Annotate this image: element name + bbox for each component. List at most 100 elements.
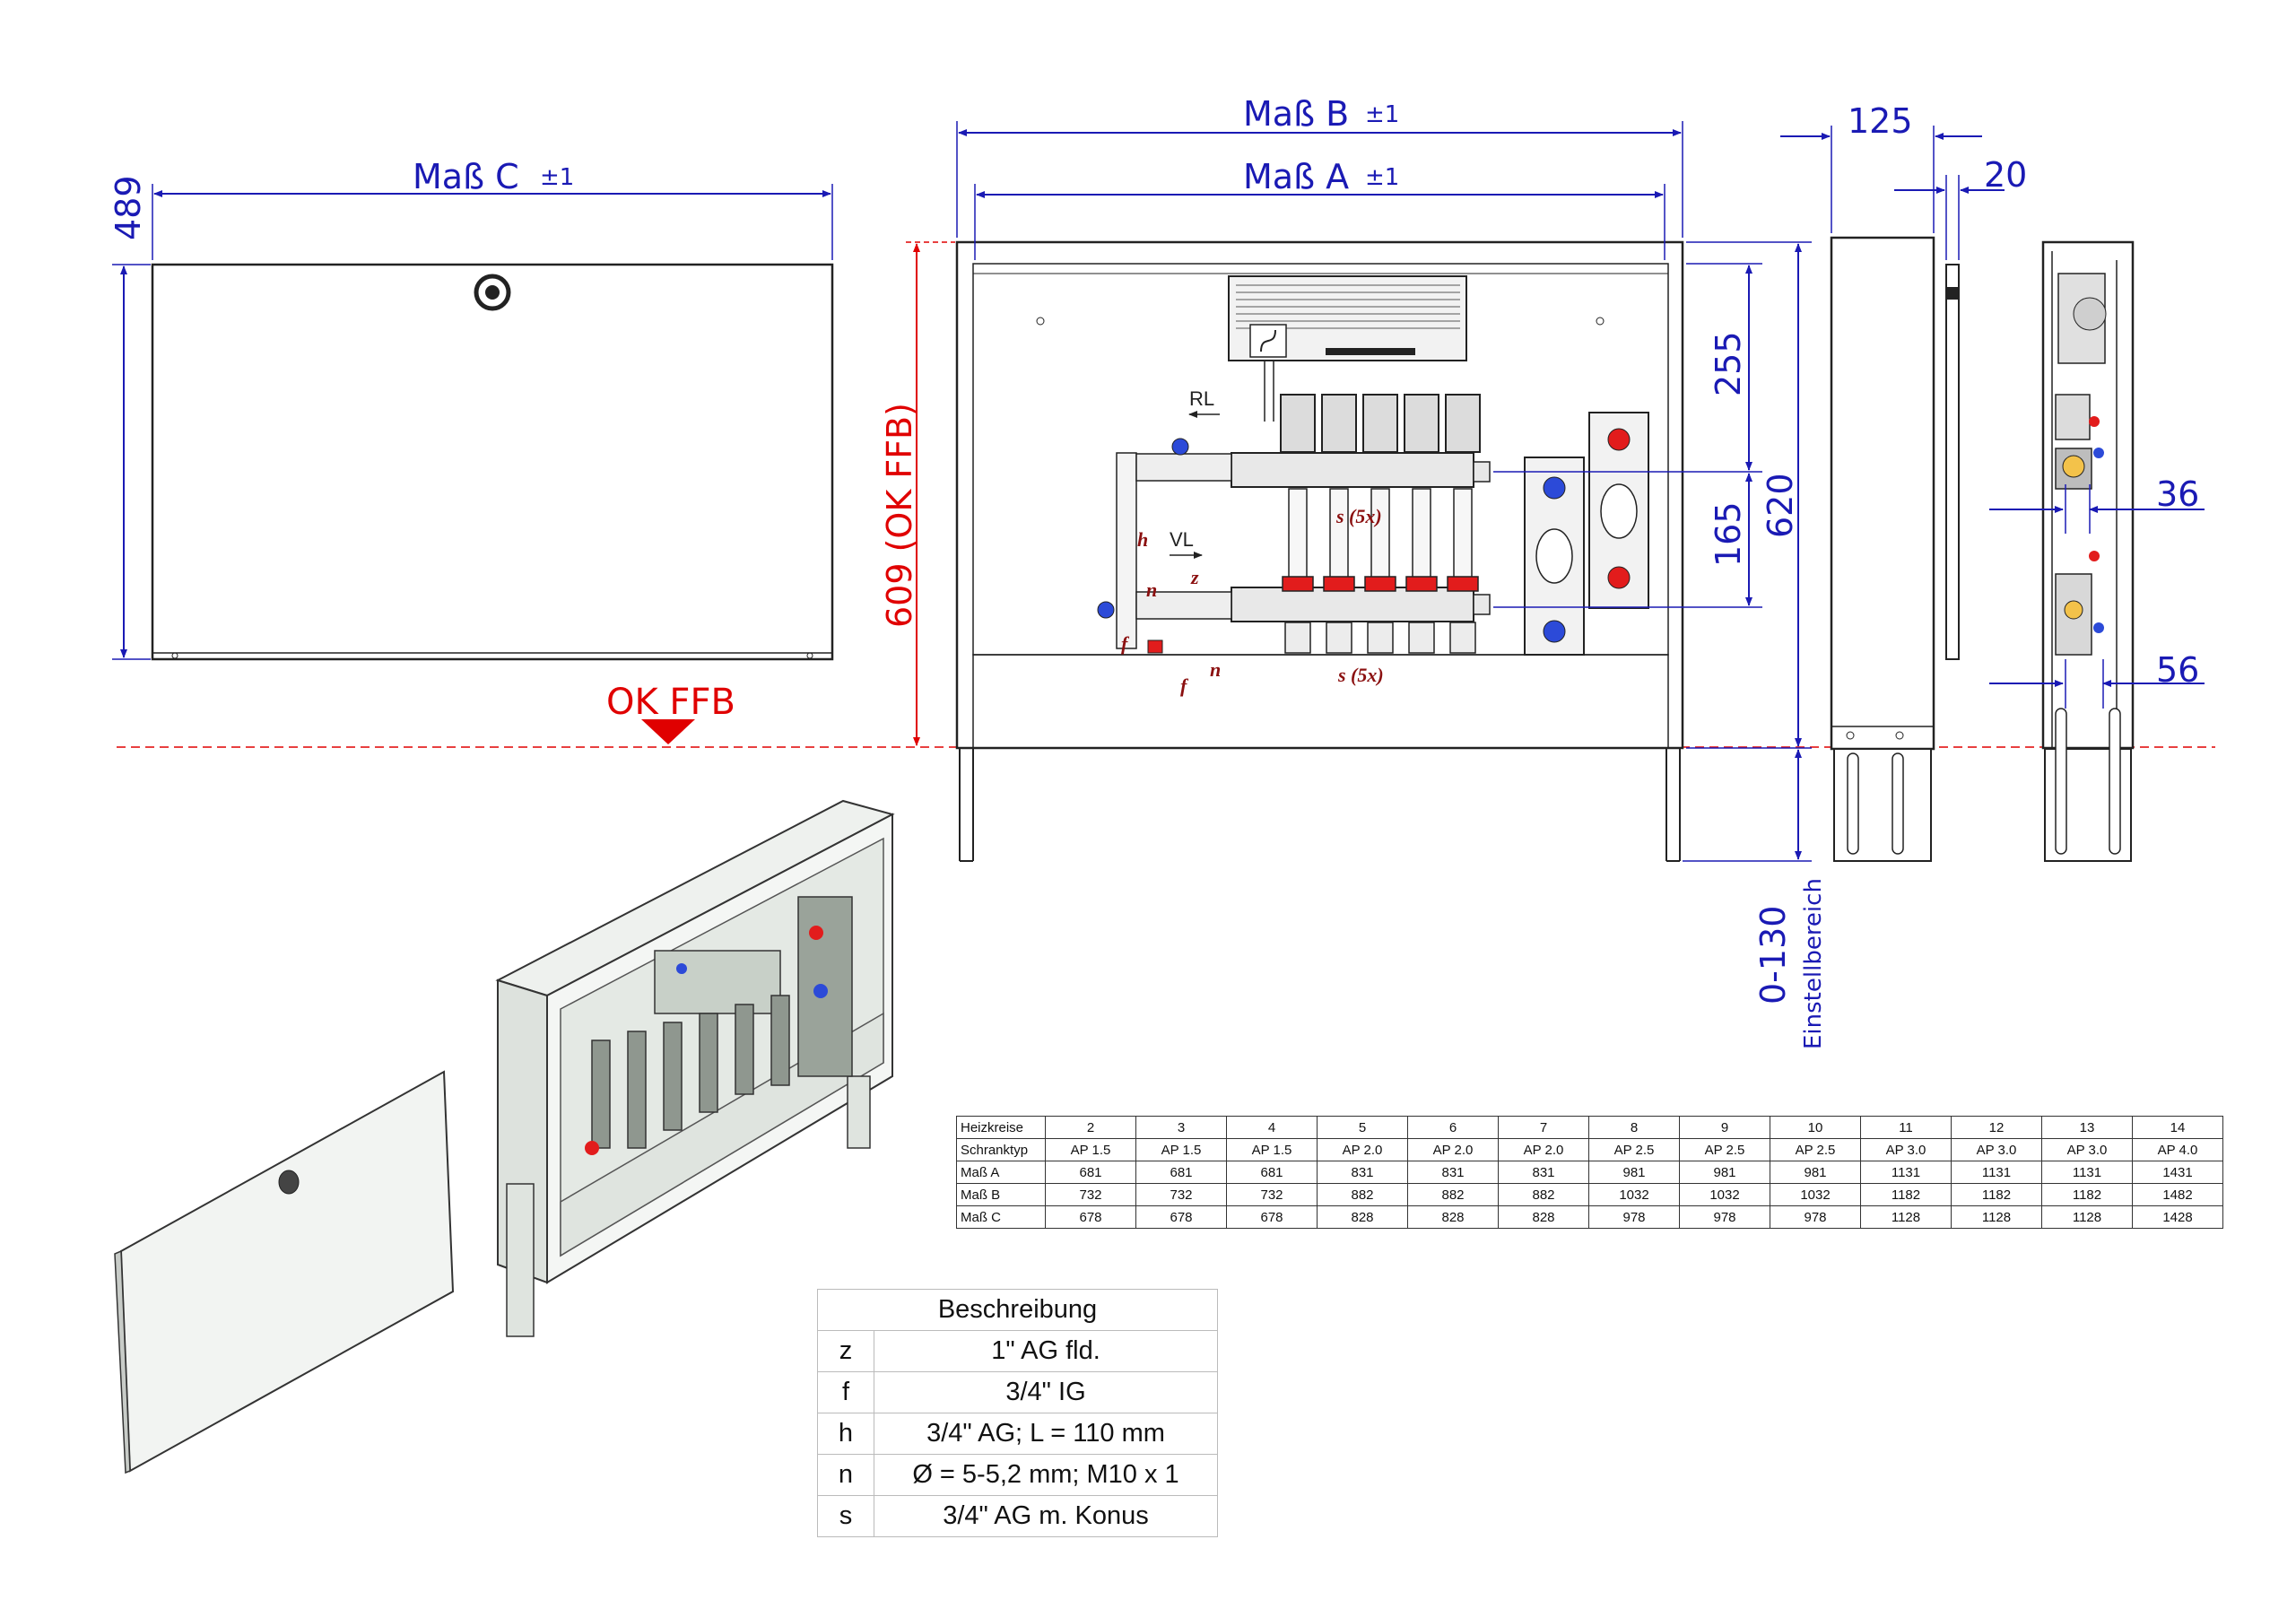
return-ball-valve-icon [1171,438,1189,456]
description-row: f 3/4" IG [817,1371,1218,1413]
spec-table-cell: 1032 [1679,1183,1770,1206]
label-z: z [1190,566,1199,588]
dim-609-label: 609 (OK FFB) [880,403,919,628]
spec-table-cell: 14 [2132,1116,2223,1139]
spec-table-cell: 12 [1951,1116,2042,1139]
dimension-125: 125 [1780,101,1982,233]
dim-20-label: 20 [1984,155,2027,195]
mass-b-label: Maß B [1243,94,1349,134]
spec-table-cell: 831 [1317,1161,1408,1184]
spec-table-cell: 1131 [2041,1161,2133,1184]
dim-255-label: 255 [1709,331,1748,396]
dim-56-label: 56 [2156,650,2199,690]
spec-table-cell: 1128 [2041,1205,2133,1229]
cabinet-section-view [2041,240,2135,862]
spec-table-cell: AP 1.5 [1045,1138,1136,1161]
spec-table-cell: AP 3.0 [1951,1138,2042,1161]
spec-table-cell: 678 [1226,1205,1318,1229]
dim-0-130-label: 0-130 [1753,906,1793,1005]
description-key: s [817,1495,874,1537]
label-f-lower: f [1180,674,1189,697]
spec-table-cell: 1182 [1860,1183,1952,1206]
vl-label: VL [1170,528,1194,551]
description-row: h 3/4" AG; L = 110 mm [817,1413,1218,1455]
dimension-489: 489 [109,175,151,660]
manifold-assembly [1097,394,1491,654]
spec-table-cell: AP 2.5 [1588,1138,1680,1161]
spec-table-cell: 978 [1679,1205,1770,1229]
spec-table-cell: 1131 [1860,1161,1952,1184]
spec-row-header: Heizkreise [956,1116,1046,1139]
label-s-upper: s (5x) [1335,505,1382,527]
floor-marker-icon [641,719,695,744]
spec-table-cell: 1428 [2132,1205,2223,1229]
mass-a-label: Maß A [1243,157,1349,196]
spec-table-cell: 831 [1407,1161,1499,1184]
spec-table-cell: 981 [1588,1161,1680,1184]
dim-620-label: 620 [1761,473,1800,538]
spec-table-cell: 4 [1226,1116,1318,1139]
spec-table-cell: 882 [1407,1183,1499,1206]
control-unit [1228,275,1467,422]
description-value: 3/4" IG [874,1371,1218,1413]
spec-table-cell: 732 [1045,1183,1136,1206]
description-key: f [817,1371,874,1413]
spec-table-cell: AP 2.5 [1770,1138,1861,1161]
spec-table-cell: 7 [1498,1116,1589,1139]
spec-table-cell: AP 1.5 [1135,1138,1227,1161]
dimension-0-130: 0-130 Einstellbereich [1683,749,1827,1049]
spec-table-cell: 831 [1498,1161,1589,1184]
spec-table-cell: 1128 [1951,1205,2042,1229]
dimension-255-165: 255 165 [1493,263,1762,608]
spec-table-cell: 681 [1226,1161,1318,1184]
spec-table-cell: 8 [1588,1116,1680,1139]
description-row: n Ø = 5-5,2 mm; M10 x 1 [817,1454,1218,1496]
spec-row-header: Maß A [956,1161,1046,1184]
spec-row-header: Maß B [956,1183,1046,1206]
spec-row-header: Maß C [956,1205,1046,1229]
spec-table-cell: 11 [1860,1116,1952,1139]
isometric-door [114,1070,455,1474]
spec-table-cell: AP 4.0 [2132,1138,2223,1161]
spec-table-cell: 732 [1135,1183,1227,1206]
description-table: Beschreibung z 1" AG fld. f 3/4" IG h 3/… [817,1289,1218,1537]
mass-c-tolerance: ±1 [540,164,574,191]
dimension-mass-b: Maß B ±1 [956,94,1683,238]
spec-table-cell: 981 [1679,1161,1770,1184]
spec-table-cell: 10 [1770,1116,1861,1139]
description-title: Beschreibung [817,1289,1218,1331]
description-key: n [817,1454,874,1496]
spec-table-cell: 978 [1588,1205,1680,1229]
spec-row-header: Schranktyp [956,1138,1046,1161]
door-front-view [151,263,834,661]
spec-table-cell: AP 1.5 [1226,1138,1318,1161]
spec-table-cell: AP 2.0 [1498,1138,1589,1161]
dimension-609: 609 (OK FFB) [880,241,955,746]
dim-489-label: 489 [109,175,148,240]
pump-group [1524,412,1649,656]
spec-table-cell: 732 [1226,1183,1318,1206]
flow-ball-valve-icon [1097,601,1115,619]
spec-table-cell: 882 [1498,1183,1589,1206]
spec-table-cell: 828 [1407,1205,1499,1229]
description-key: h [817,1413,874,1455]
spec-table-cell: 1131 [1951,1161,2042,1184]
mass-c-label: Maß C [413,157,519,196]
dimension-36: 36 [1989,474,2205,534]
dim-125-label: 125 [1848,101,1913,141]
spec-table-cell: 1032 [1770,1183,1861,1206]
mass-a-tolerance: ±1 [1365,164,1399,191]
description-row: z 1" AG fld. [817,1330,1218,1372]
dimension-mass-c: Maß C ±1 [152,157,833,260]
cabinet-side-view [1830,236,1960,862]
spec-table-cell: AP 2.0 [1407,1138,1499,1161]
label-h: h [1137,528,1148,551]
spec-table-cell: 978 [1770,1205,1861,1229]
